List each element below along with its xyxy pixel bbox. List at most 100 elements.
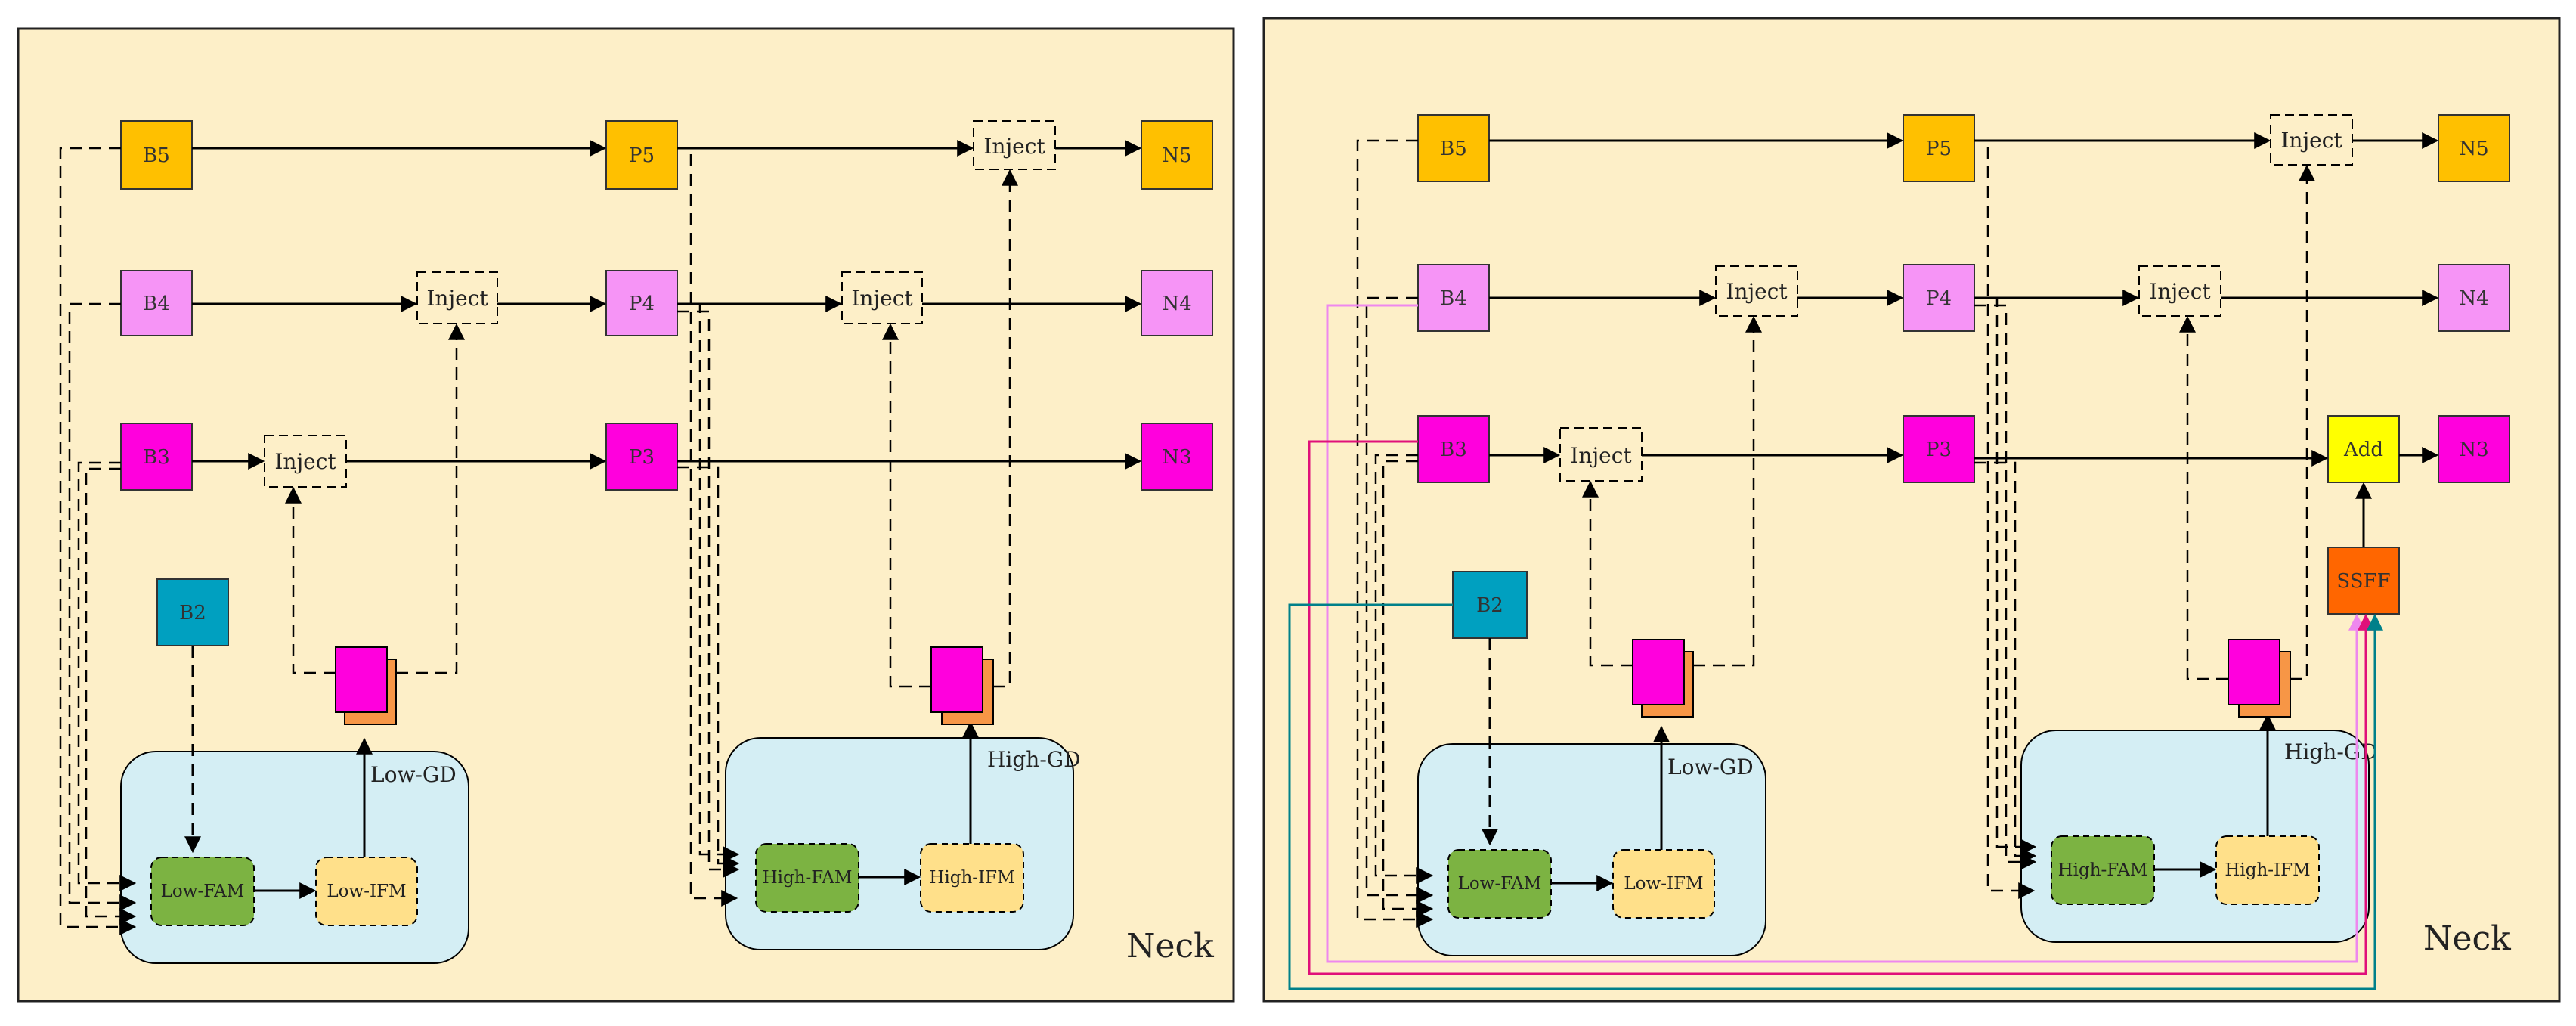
svg-text:Add: Add <box>2343 439 2383 461</box>
right-inject-p4: Inject <box>2138 265 2221 317</box>
left-b5-box: B5 <box>120 120 193 190</box>
right-high-gd-label: High-GD <box>2284 739 2378 764</box>
left-n3-box: N3 <box>1141 423 1213 491</box>
right-high-fam-box: High-FAM <box>2051 835 2155 905</box>
left-p5-box: P5 <box>605 120 678 190</box>
svg-text:N5: N5 <box>1162 144 1191 167</box>
left-n5-box: N5 <box>1141 120 1213 190</box>
right-b5-box: B5 <box>1417 114 1490 182</box>
left-low-inject-lines <box>285 323 465 674</box>
svg-text:B3: B3 <box>1440 439 1467 461</box>
right-ssff-box: SSFF <box>2327 547 2400 615</box>
svg-text:B4: B4 <box>143 293 170 315</box>
left-low-ifm-box: Low-IFM <box>315 857 418 926</box>
left-high-gd-label: High-GD <box>987 747 1081 772</box>
right-high-ifm-box: High-IFM <box>2215 835 2320 905</box>
svg-text:N3: N3 <box>2459 439 2488 461</box>
svg-text:P3: P3 <box>629 446 655 469</box>
right-p5-box: P5 <box>1903 114 1975 182</box>
left-high-stack <box>930 646 994 725</box>
svg-text:Low-FAM: Low-FAM <box>1458 874 1542 894</box>
left-low-stack <box>335 646 397 725</box>
left-neck-label: Neck <box>1126 927 1214 966</box>
svg-text:N5: N5 <box>2459 138 2488 160</box>
svg-text:Inject: Inject <box>274 449 336 474</box>
left-high-ifm-box: High-IFM <box>920 843 1024 913</box>
left-high-fam-box: High-FAM <box>755 843 859 913</box>
left-high-inject-lines <box>882 169 1018 688</box>
svg-text:Inject: Inject <box>426 286 488 311</box>
svg-text:Inject: Inject <box>983 134 1045 159</box>
right-p3-box: P3 <box>1903 415 1975 483</box>
right-b3-box: B3 <box>1417 415 1490 483</box>
svg-text:N3: N3 <box>1162 446 1191 469</box>
right-b2-to-ssff-line <box>1288 603 2383 990</box>
svg-text:Low-IFM: Low-IFM <box>327 882 406 901</box>
right-panel: B5 B4 B3 B2 P5 P4 P3 N5 <box>1262 17 2561 1003</box>
svg-text:Inject: Inject <box>851 286 913 311</box>
svg-text:Inject: Inject <box>1726 279 1788 304</box>
svg-text:B2: B2 <box>1476 594 1503 617</box>
right-high-inject-lines <box>2179 164 2315 680</box>
right-inject-p5: Inject <box>2270 114 2353 166</box>
right-b4-box: B4 <box>1417 264 1490 332</box>
right-low-stack <box>1632 639 1694 718</box>
left-panel: B5 B4 B3 B2 P5 P4 P3 N5 <box>17 27 1235 1003</box>
right-backbone-feed-lines <box>1356 139 1434 928</box>
svg-text:B5: B5 <box>1440 138 1467 160</box>
right-b2-box: B2 <box>1452 571 1528 639</box>
right-inject-b4: Inject <box>1715 265 1798 317</box>
svg-text:Low-IFM: Low-IFM <box>1624 874 1703 894</box>
right-n4-box: N4 <box>2438 264 2510 332</box>
right-high-stack <box>2228 639 2291 718</box>
svg-text:Inject: Inject <box>2149 279 2211 304</box>
right-b4-to-ssff-line <box>1326 304 2365 963</box>
left-p-feed-lines <box>677 147 740 907</box>
right-low-ifm-box: Low-IFM <box>1612 849 1715 919</box>
svg-text:Inject: Inject <box>2280 128 2342 153</box>
svg-text:B2: B2 <box>179 602 206 625</box>
right-neck-label: Neck <box>2423 919 2511 958</box>
right-p-feed-lines <box>1974 139 2037 899</box>
left-low-gd-label: Low-GD <box>370 762 457 787</box>
svg-text:High-FAM: High-FAM <box>763 868 853 888</box>
svg-text:High-IFM: High-IFM <box>929 868 1014 888</box>
left-solid-arrows <box>192 140 1142 470</box>
right-low-fam-box: Low-FAM <box>1447 849 1552 919</box>
svg-text:P4: P4 <box>629 293 655 315</box>
right-b3-to-ssff-line <box>1308 440 2374 975</box>
right-n3-box: N3 <box>2438 415 2510 483</box>
svg-text:N4: N4 <box>1162 293 1191 315</box>
svg-text:High-FAM: High-FAM <box>2058 860 2148 880</box>
svg-text:Inject: Inject <box>1570 443 1632 468</box>
svg-text:N4: N4 <box>2459 287 2488 310</box>
svg-text:B4: B4 <box>1440 287 1467 310</box>
svg-text:B5: B5 <box>143 144 170 167</box>
svg-text:P3: P3 <box>1926 439 1952 461</box>
svg-text:P4: P4 <box>1926 287 1952 310</box>
left-inject-p4: Inject <box>841 271 923 324</box>
left-inject-b3: Inject <box>264 435 347 488</box>
left-low-fam-box: Low-FAM <box>150 857 255 926</box>
right-p4-box: P4 <box>1903 264 1975 332</box>
svg-text:High-IFM: High-IFM <box>2225 860 2310 880</box>
left-n4-box: N4 <box>1141 270 1213 336</box>
left-p3-box: P3 <box>605 423 678 491</box>
left-b4-box: B4 <box>120 270 193 336</box>
left-inject-p5: Inject <box>973 120 1056 170</box>
right-inject-b3: Inject <box>1559 427 1643 482</box>
right-solid-arrows <box>1489 132 2439 467</box>
right-low-inject-lines <box>1582 315 1762 667</box>
svg-text:P5: P5 <box>629 144 655 167</box>
left-backbone-feed-lines <box>59 147 137 935</box>
left-b3-box: B3 <box>120 423 193 491</box>
left-p4-box: P4 <box>605 270 678 336</box>
right-add-box: Add <box>2327 415 2400 483</box>
left-b2-box: B2 <box>156 578 229 646</box>
right-low-gd-label: Low-GD <box>1667 755 1754 780</box>
left-inject-b4: Inject <box>416 271 498 324</box>
right-n5-box: N5 <box>2438 114 2510 182</box>
svg-text:SSFF: SSFF <box>2336 570 2390 593</box>
svg-text:Low-FAM: Low-FAM <box>161 882 245 901</box>
